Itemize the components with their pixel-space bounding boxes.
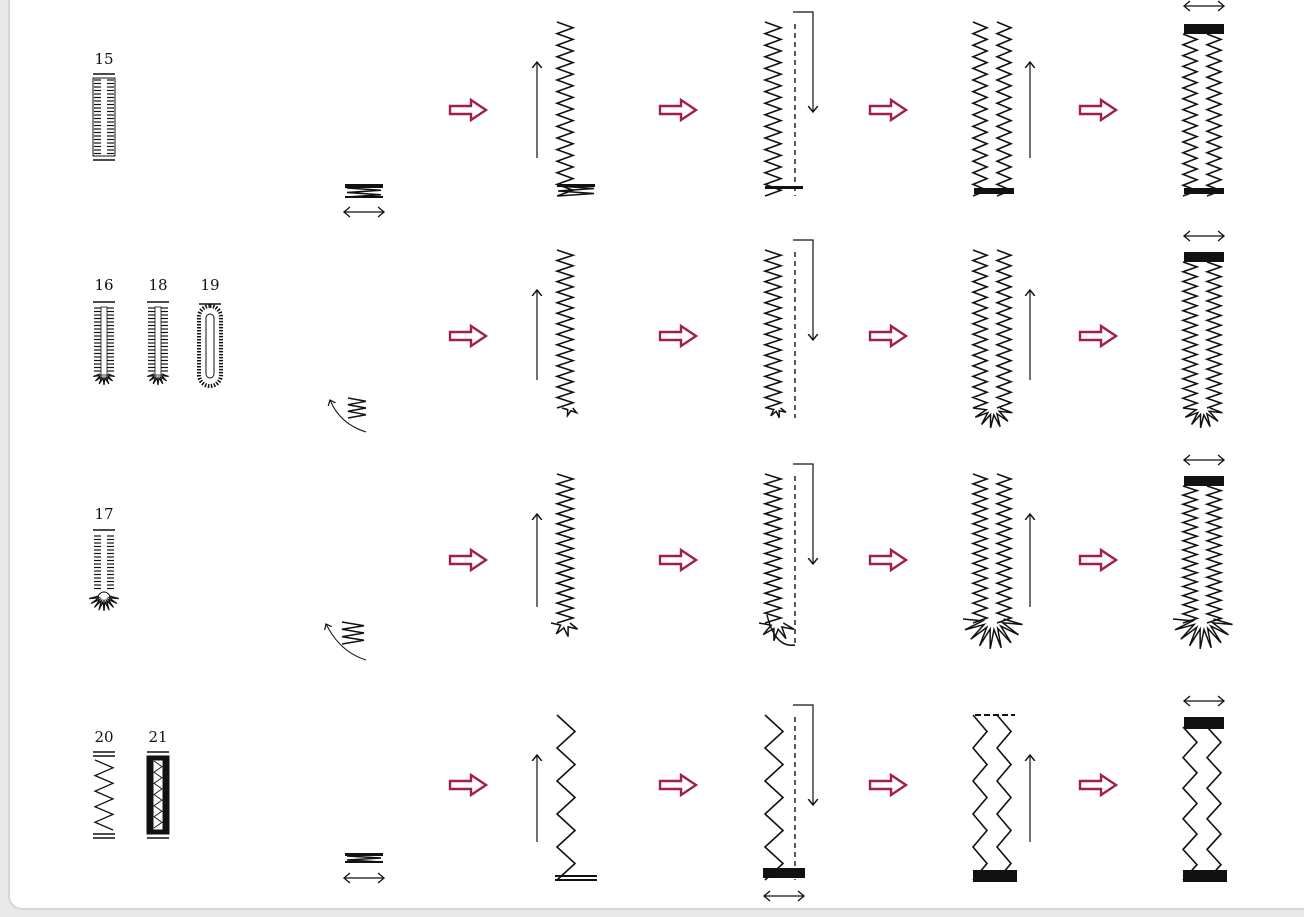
bartack-width-icon: [342, 184, 386, 218]
stage-3-stitch: [970, 21, 1030, 197]
stage-1-stitch: [537, 21, 595, 197]
red-step-arrow-icon: [448, 323, 489, 349]
stage-1-stitch: [537, 473, 579, 637]
red-step-arrow-icon: [868, 547, 909, 573]
row-4-labels: 20 21: [94, 728, 167, 746]
buttonhole-number: 16: [94, 276, 113, 294]
buttonhole-icon: [147, 301, 169, 386]
stage-1-stitch: [537, 249, 579, 419]
red-step-arrow-icon: [448, 772, 489, 798]
red-step-arrow-icon: [868, 772, 909, 798]
buttonhole-number: 18: [148, 276, 167, 294]
buttonhole-number: 21: [148, 728, 167, 746]
red-step-arrow-icon: [1078, 772, 1119, 798]
stage-4-stitch: [1172, 454, 1233, 650]
stage-1-stitch: [537, 714, 597, 881]
curved-arrow-icon: [330, 397, 367, 433]
stage-3-stitch: [970, 249, 1030, 429]
stage-4-stitch: [1180, 0, 1226, 197]
diagram-panel: [8, 0, 1304, 910]
buttonhole-number: 19: [200, 276, 219, 294]
buttonhole-number: 15: [94, 50, 113, 68]
red-step-arrow-icon: [448, 547, 489, 573]
red-step-arrow-icon: [658, 323, 699, 349]
buttonhole-icon: [146, 751, 170, 839]
buttonhole-icon: [197, 303, 223, 388]
red-step-arrow-icon: [1078, 97, 1119, 123]
buttonhole-icon: [92, 73, 116, 161]
red-step-arrow-icon: [658, 772, 699, 798]
red-step-arrow-icon: [448, 97, 489, 123]
row-3-labels: 17: [94, 505, 113, 523]
buttonhole-number: 17: [94, 505, 113, 523]
curved-arrow-icon: [326, 621, 367, 661]
stage-2-stitch: [762, 704, 813, 902]
stage-2-stitch: [758, 463, 813, 646]
stage-4-stitch: [1180, 230, 1226, 429]
stage-2-stitch: [762, 239, 813, 419]
stage-3-stitch: [962, 473, 1030, 650]
red-step-arrow-icon: [868, 323, 909, 349]
red-step-arrow-icon: [1078, 547, 1119, 573]
buttonhole-icon: [93, 751, 115, 839]
red-step-arrow-icon: [868, 97, 909, 123]
red-step-arrow-icon: [658, 97, 699, 123]
stage-4-stitch: [1181, 695, 1227, 882]
red-step-arrow-icon: [1078, 323, 1119, 349]
row-1-labels: 15: [94, 50, 113, 68]
bartack-width-icon: [342, 853, 386, 884]
buttonhole-icon: [93, 301, 115, 386]
row-2-labels: 16 18 19: [94, 276, 219, 294]
buttonhole-number: 20: [94, 728, 113, 746]
stage-2-stitch: [762, 11, 813, 197]
stage-3-stitch: [971, 714, 1030, 882]
red-step-arrow-icon: [658, 547, 699, 573]
buttonhole-icon: [89, 529, 119, 612]
